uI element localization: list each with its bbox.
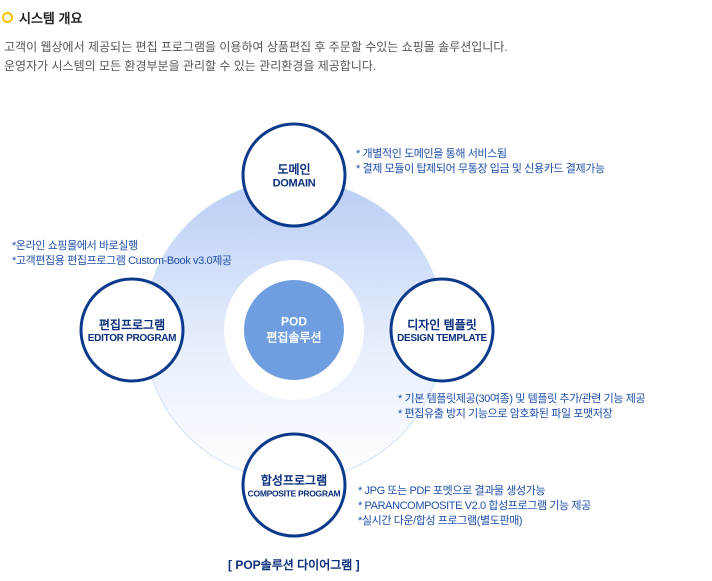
domain-circle: [241, 122, 347, 228]
note-line: *온라인 쇼핑몰에서 바로실행: [12, 240, 138, 252]
node-title: 편집프로그램: [98, 318, 166, 332]
center-circle: [244, 280, 344, 380]
note-line: *고객편집용 편집프로그램 Custom-Book v3.0제공: [12, 255, 232, 267]
composite-notes: * JPG 또는 PDF 포멧으로 결과물 생성가능 * PARANCOMPOSI…: [358, 484, 591, 529]
note-line: * PARANCOMPOSITE V2.0 합성프로그램 기능 제공: [358, 500, 591, 512]
node-subtitle: DOMAIN: [272, 177, 316, 190]
center-line2: 편집솔루션: [266, 330, 322, 345]
intro-text: 고객이 웹상에서 제공되는 편집 프로그램을 이용하여 상품편집 후 주문할 수…: [4, 38, 508, 76]
editor-circle: [79, 277, 185, 383]
editor-notes: *온라인 쇼핑몰에서 바로실행 *고객편집용 편집프로그램 Custom-Book…: [12, 239, 232, 269]
design-circle: [389, 277, 495, 383]
node-subtitle: COMPOSITE PROGRAM: [247, 488, 341, 499]
diagram-caption: [ POP솔루션 다이어그램 ]: [228, 558, 360, 572]
bullet-circle-icon: [2, 12, 13, 23]
node-subtitle: DESIGN TEMPLATE: [397, 333, 487, 344]
intro-line: 고객이 웹상에서 제공되는 편집 프로그램을 이용하여 상품편집 후 주문할 수…: [4, 40, 508, 54]
note-line: * JPG 또는 PDF 포멧으로 결과물 생성가능: [358, 485, 546, 497]
center-line1: POD: [280, 314, 307, 329]
composite-circle: [241, 432, 347, 538]
node-title: 도메인: [277, 162, 311, 177]
note-line: * 결제 모듈이 탑제되어 무통장 입금 및 신용카드 결제가능: [356, 163, 605, 175]
node-title: 합성프로그램: [260, 473, 328, 488]
note-line: * 편집유출 방지 기능으로 암호화된 파일 포맷저장: [398, 408, 613, 420]
node-subtitle: EDITOR PROGRAM: [87, 333, 177, 344]
section-header: 시스템 개요: [0, 8, 82, 27]
intro-line: 운영자가 시스템의 모든 환경부분을 관리할 수 있는 관리환경을 제공합니다.: [4, 59, 377, 73]
note-line: * 개별적인 도메인을 통해 서비스됨: [356, 148, 507, 160]
note-line: * 기본 템플릿제공(30여종) 및 템플릿 추가/관련 기능 제공: [398, 393, 646, 405]
note-line: *실시간 다운/합성 프로그램(별도판매): [358, 515, 523, 527]
domain-notes: * 개별적인 도메인을 통해 서비스됨 * 결제 모듈이 탑제되어 무통장 입금 …: [356, 147, 605, 177]
node-title: 디자인 템플릿: [407, 318, 477, 332]
section-title: 시스템 개요: [19, 11, 83, 26]
design-notes: * 기본 템플릿제공(30여종) 및 템플릿 추가/관련 기능 제공 * 편집유출…: [398, 392, 646, 422]
